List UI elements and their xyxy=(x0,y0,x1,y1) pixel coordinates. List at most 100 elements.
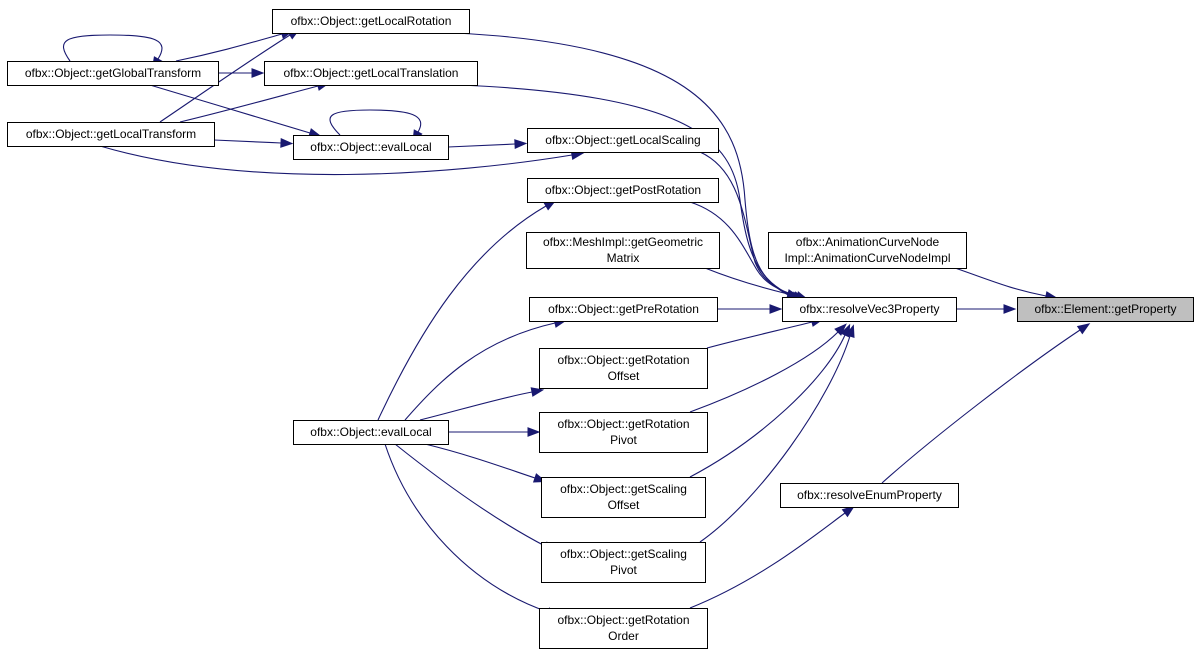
node-box[interactable] xyxy=(541,542,706,583)
edge-line xyxy=(689,331,839,413)
edge-getRotationOrder-to-resolveEnum xyxy=(689,505,855,609)
node-getLocalTransform[interactable]: ofbx::Object::getLocalTransform xyxy=(7,122,215,147)
node-box[interactable] xyxy=(780,483,959,508)
node-getLocalScaling[interactable]: ofbx::Object::getLocalScaling xyxy=(527,128,719,153)
node-label: ofbx::Element::getProperty xyxy=(1034,302,1176,316)
edge-line xyxy=(99,145,573,176)
node-box[interactable] xyxy=(782,297,957,322)
arrow-head xyxy=(527,427,541,437)
node-label: Offset xyxy=(608,369,640,383)
node-box[interactable] xyxy=(539,348,708,389)
edge-line xyxy=(706,321,813,349)
arrow-head xyxy=(530,387,545,397)
edge-line xyxy=(424,443,536,479)
node-evalLocalBottom[interactable]: ofbx::Object::evalLocal xyxy=(293,420,449,445)
node-box[interactable] xyxy=(541,477,706,518)
node-box[interactable] xyxy=(527,128,719,153)
edge-evalLocalBottom-to-getRotationOrder xyxy=(384,443,560,617)
node-label: Matrix xyxy=(607,251,640,265)
node-getLocalTranslation[interactable]: ofbx::Object::getLocalTranslation xyxy=(264,61,478,86)
edge-getLocalScaling-to-resolveVec3 xyxy=(699,151,806,301)
edge-line xyxy=(954,267,1047,297)
node-getProperty[interactable]: ofbx::Element::getProperty xyxy=(1017,297,1194,322)
edge-getRotationPivot-to-resolveVec3 xyxy=(689,323,847,413)
edge-getScalingPivot-to-resolveVec3 xyxy=(699,324,855,543)
edge-getPreRotation-to-resolveVec3 xyxy=(717,304,783,314)
edge-evalLocalBottom-to-getRotationOffset xyxy=(419,387,545,421)
edge-line xyxy=(159,34,291,123)
node-box[interactable] xyxy=(526,232,720,269)
arrow-head xyxy=(251,68,265,78)
node-box[interactable] xyxy=(1017,297,1194,322)
node-getLocalRotation[interactable]: ofbx::Object::getLocalRotation xyxy=(272,9,470,34)
node-label: ofbx::Object::getLocalRotation xyxy=(291,14,452,28)
edges-layer xyxy=(62,28,1091,617)
edge-line xyxy=(419,391,533,421)
arrow-head xyxy=(1003,304,1017,314)
edge-resolveVec3-to-getProperty xyxy=(956,304,1017,314)
edge-getScalingOffset-to-resolveVec3 xyxy=(689,323,851,478)
node-evalLocalTop[interactable]: ofbx::Object::evalLocal xyxy=(293,135,449,160)
node-label: ofbx::AnimationCurveNode xyxy=(796,235,940,249)
edge-line xyxy=(62,34,163,62)
node-box[interactable] xyxy=(264,61,478,86)
node-animCurve[interactable]: ofbx::AnimationCurveNodeImpl::AnimationC… xyxy=(768,232,967,269)
node-getGlobalTransform[interactable]: ofbx::Object::getGlobalTransform xyxy=(7,61,219,86)
node-label: ofbx::Object::getScaling xyxy=(560,482,687,496)
node-box[interactable] xyxy=(272,9,470,34)
node-box[interactable] xyxy=(7,61,219,86)
arrow-head xyxy=(1076,323,1091,335)
edge-animCurve-to-getProperty xyxy=(954,267,1059,301)
node-box[interactable] xyxy=(539,412,708,453)
node-label: ofbx::Object::getGlobalTransform xyxy=(25,66,201,80)
node-box[interactable] xyxy=(7,122,215,147)
arrow-head xyxy=(834,323,847,336)
node-box[interactable] xyxy=(527,178,719,203)
node-label: Pivot xyxy=(610,433,637,447)
edge-getGlobalTransform-to-getLocalTranslation xyxy=(218,68,265,78)
node-label: ofbx::resolveVec3Property xyxy=(799,302,939,316)
nodes-layer: ofbx::Element::getProperty ofbx::resolveV… xyxy=(7,9,1194,649)
node-getPostRotation[interactable]: ofbx::Object::getPostRotation xyxy=(527,178,719,203)
node-label: ofbx::Object::getScaling xyxy=(560,547,687,561)
edge-line xyxy=(454,32,791,297)
arrow-head xyxy=(514,139,528,149)
node-resolveVec3[interactable]: ofbx::resolveVec3Property xyxy=(782,297,957,322)
node-label: ofbx::Object::getPreRotation xyxy=(548,302,699,316)
node-box[interactable] xyxy=(293,420,449,445)
edge-line xyxy=(881,329,1081,484)
node-box[interactable] xyxy=(293,135,449,160)
node-box[interactable] xyxy=(529,297,718,322)
edge-meshGeom-to-resolveVec3 xyxy=(704,267,801,299)
edge-evalLocalBottom-to-getRotationPivot xyxy=(448,427,541,437)
node-label: ofbx::Object::getPostRotation xyxy=(545,183,701,197)
node-label: Order xyxy=(608,629,639,643)
edge-line xyxy=(213,139,282,144)
edge-line xyxy=(329,109,422,136)
node-getPreRotation[interactable]: ofbx::Object::getPreRotation xyxy=(529,297,718,322)
node-label: ofbx::Object::getLocalScaling xyxy=(545,133,700,147)
node-label: ofbx::MeshImpl::getGeometric xyxy=(543,235,703,249)
edge-line xyxy=(394,443,546,547)
node-box[interactable] xyxy=(768,232,967,269)
edge-resolveEnum-to-getProperty xyxy=(881,323,1091,484)
edge-getLocalTransform-to-evalLocalTop xyxy=(213,138,294,148)
node-label: ofbx::Object::getRotation xyxy=(557,353,689,367)
edge-evalLocalBottom-to-getScalingOffset xyxy=(424,443,547,483)
edge-getRotationOffset-to-resolveVec3 xyxy=(706,317,825,349)
node-resolveEnum[interactable]: ofbx::resolveEnumProperty xyxy=(780,483,959,508)
node-label: ofbx::Object::evalLocal xyxy=(310,140,431,154)
edge-line xyxy=(689,334,846,478)
node-label: ofbx::Object::getLocalTranslation xyxy=(284,66,459,80)
arrow-head xyxy=(280,138,294,148)
arrow-head xyxy=(841,505,855,518)
node-box[interactable] xyxy=(539,608,708,649)
